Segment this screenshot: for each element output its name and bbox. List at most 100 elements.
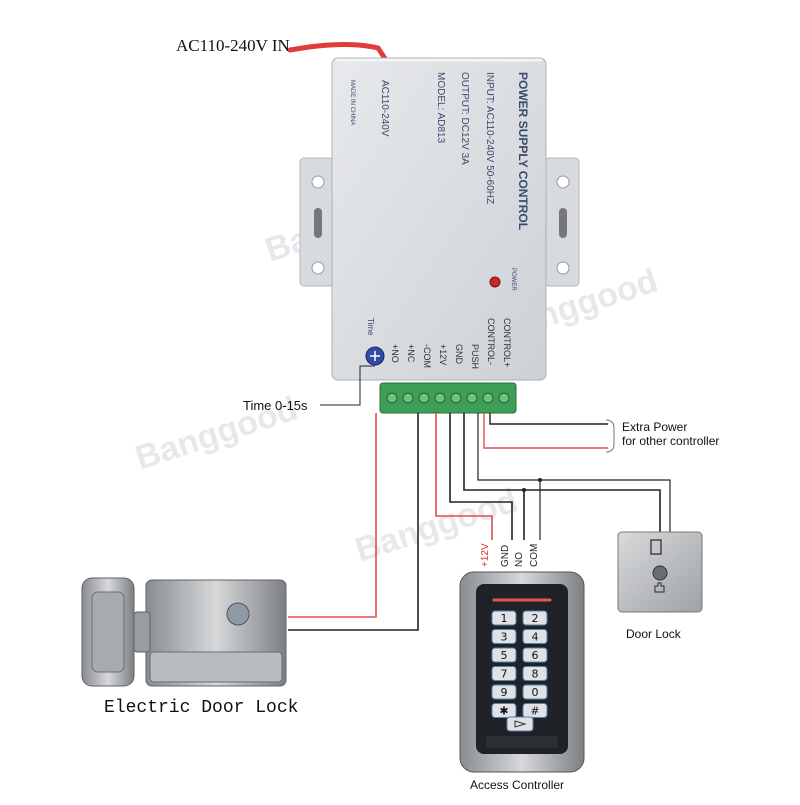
exit-button-push[interactable] bbox=[652, 565, 668, 581]
keypad-key-label: 4 bbox=[532, 631, 539, 644]
keypad-key-label: 1 bbox=[501, 612, 508, 625]
bell-icon bbox=[514, 720, 527, 728]
box-input-spec: INPUT: AC110-240V 50-60HZ bbox=[484, 72, 495, 204]
terminal-label: +NC bbox=[406, 344, 416, 363]
keypad-key-label: 3 bbox=[501, 631, 508, 644]
keypad-key-label: 8 bbox=[532, 668, 539, 681]
mains-cable bbox=[287, 41, 389, 63]
box-brand: POWER SUPPLY CONTROL bbox=[516, 72, 530, 230]
terminal-label: CONTROL- bbox=[486, 318, 496, 365]
wire-button-return bbox=[477, 413, 671, 540]
keypad-key[interactable] bbox=[522, 610, 548, 626]
keypad-keys: 1 2 3 4 5 6 7 8 9 0 ✱ # bbox=[491, 610, 548, 718]
power-led bbox=[489, 276, 501, 288]
access-controller bbox=[459, 571, 585, 773]
electric-lock-caption: Electric Door Lock bbox=[104, 698, 299, 718]
lock-cylinder bbox=[226, 602, 250, 626]
keypad-key[interactable] bbox=[491, 629, 517, 644]
keypad-key-label: 0 bbox=[532, 686, 539, 699]
lock-strike-inner bbox=[91, 591, 125, 673]
terminal-screw bbox=[498, 392, 510, 404]
wire-junction bbox=[538, 478, 542, 482]
wire-label-no: NO bbox=[514, 552, 525, 567]
terminal-screw bbox=[450, 392, 462, 404]
wire-12v-red bbox=[435, 413, 493, 540]
terminal-screw bbox=[402, 392, 414, 404]
wire-label-com: COM bbox=[529, 544, 540, 567]
extra-power-line-1: Extra Power bbox=[622, 420, 688, 434]
keypad-key-label: 2 bbox=[532, 612, 539, 625]
mains-input-label: AC110-240V IN bbox=[176, 36, 290, 55]
mount-hole bbox=[311, 261, 325, 275]
keypad-key[interactable] bbox=[491, 703, 517, 718]
keypad-key-label: ✱ bbox=[499, 705, 508, 718]
terminal-screw bbox=[466, 392, 478, 404]
terminal-screw bbox=[386, 392, 398, 404]
access-controller-caption: Access Controller bbox=[470, 778, 565, 792]
extra-power-label: Extra Power for other controller bbox=[622, 420, 719, 448]
wire-com-black bbox=[288, 413, 419, 631]
terminal-label-group: +NO +NC -COM +12V GND PUSH CONTROL- CONT… bbox=[390, 318, 512, 369]
keypad-key[interactable] bbox=[522, 647, 548, 663]
terminal-label: GND bbox=[454, 344, 464, 365]
wire-extra-red bbox=[483, 413, 608, 449]
electric-door-lock bbox=[81, 577, 287, 687]
terminal-label: -COM bbox=[422, 344, 432, 368]
key-door-bell[interactable] bbox=[506, 716, 534, 732]
box-model: MODEL: AD813 bbox=[435, 72, 446, 144]
wire-nc-red bbox=[288, 413, 377, 618]
extra-power-line-2: for other controller bbox=[622, 434, 720, 448]
keypad-key[interactable] bbox=[522, 666, 548, 681]
power-led-label: POWER bbox=[510, 268, 516, 291]
wire-label-12v: +12V bbox=[480, 543, 491, 567]
keypad-key[interactable] bbox=[522, 629, 548, 644]
keypad-key[interactable] bbox=[491, 610, 517, 626]
controller-wire-labels: +12V GND NO COM bbox=[480, 543, 540, 567]
door-button-caption: Door Lock bbox=[626, 627, 681, 641]
power-supply-box bbox=[331, 57, 547, 381]
terminal-screws bbox=[386, 392, 510, 404]
box-origin: MADE IN CHINA bbox=[349, 80, 355, 125]
box-label-group: POWER SUPPLY CONTROL INPUT: AC110-240V 5… bbox=[349, 72, 530, 336]
wire-label-gnd: GND bbox=[500, 545, 511, 567]
keypad-key-label: 5 bbox=[501, 649, 508, 662]
time-range-label: Time 0-15s bbox=[243, 398, 308, 413]
keypad-key[interactable] bbox=[491, 666, 517, 681]
wire-extra-black bbox=[489, 413, 608, 425]
door-exit-button[interactable] bbox=[617, 531, 703, 613]
keypad-key[interactable] bbox=[491, 684, 517, 700]
terminal-screw bbox=[418, 392, 430, 404]
terminal-label: CONTROL+ bbox=[502, 318, 512, 367]
terminal-label: +NO bbox=[390, 344, 400, 363]
keypad-key-label: 9 bbox=[501, 686, 508, 699]
mount-hole bbox=[556, 175, 570, 189]
time-knob-label: Time bbox=[366, 318, 375, 336]
box-output-spec: OUTPUT: DC12V 3A bbox=[459, 72, 470, 165]
keypad-key[interactable] bbox=[522, 703, 548, 718]
keypad-key[interactable] bbox=[522, 684, 548, 700]
terminal-label: +12V bbox=[438, 344, 448, 365]
box-voltage: AC110-240V bbox=[379, 80, 390, 137]
terminal-block bbox=[379, 382, 517, 414]
hand-icon bbox=[654, 582, 665, 593]
extra-power-bracket bbox=[605, 419, 615, 453]
time-knob-slot bbox=[370, 351, 380, 361]
exit-button-door-icon bbox=[650, 539, 662, 555]
keypad-key-label: 6 bbox=[532, 649, 539, 662]
lock-bolt bbox=[133, 611, 151, 653]
mount-hole bbox=[556, 261, 570, 275]
terminal-screw bbox=[482, 392, 494, 404]
wire-junction bbox=[522, 488, 526, 492]
terminal-screw bbox=[434, 392, 446, 404]
wire-push-black bbox=[463, 413, 661, 533]
terminal-label: PUSH bbox=[470, 344, 480, 369]
mount-hole bbox=[311, 175, 325, 189]
keypad-key-label: # bbox=[530, 705, 539, 718]
keypad-key-label: 7 bbox=[501, 668, 508, 681]
wire-gnd-black bbox=[449, 413, 513, 540]
lock-base bbox=[149, 651, 283, 683]
time-leader-line bbox=[320, 365, 375, 406]
keypad-reader-window bbox=[486, 736, 558, 748]
keypad-key[interactable] bbox=[491, 647, 517, 663]
